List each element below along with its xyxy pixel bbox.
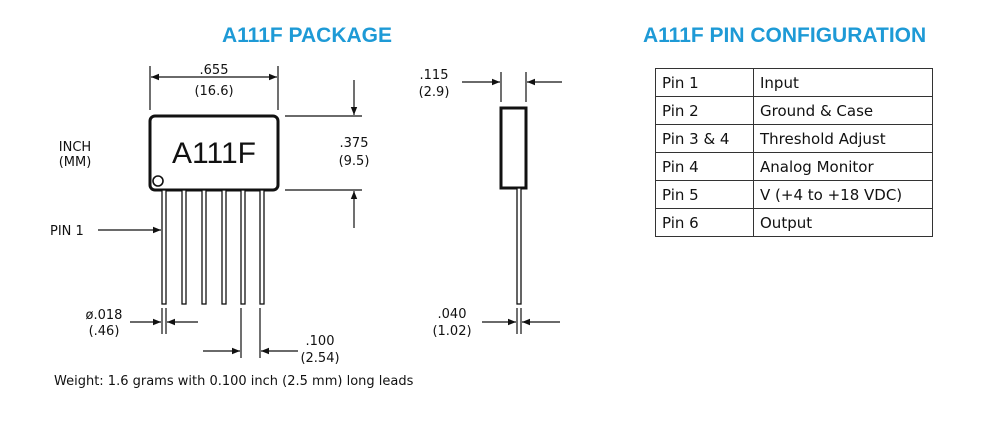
pin1-marker-dot — [152, 175, 164, 187]
pin1-label: PIN 1 — [50, 224, 84, 239]
unit-mm-label: (MM) — [59, 155, 92, 170]
thickness-mm-label: (2.9) — [419, 85, 450, 100]
height-mm-label: (9.5) — [339, 154, 370, 169]
function-cell: Analog Monitor — [753, 152, 933, 181]
side-view-lead — [516, 187, 522, 305]
side-view-body — [499, 106, 528, 190]
lead-1 — [161, 189, 167, 305]
function-cell: Output — [753, 208, 933, 237]
pin-configuration-table: Pin 1 Input Pin 2 Ground & Case Pin 3 & … — [655, 68, 933, 237]
lead-width-inch-label: .040 — [438, 307, 467, 322]
package-title: A111F PACKAGE — [222, 24, 392, 47]
function-cell: V (+4 to +18 VDC) — [753, 180, 933, 209]
pin-configuration-title: A111F PIN CONFIGURATION — [643, 24, 927, 47]
chip-body — [148, 114, 280, 192]
lead-diameter-dimension: ø.018 (.46) — [86, 308, 198, 339]
function-cell: Ground & Case — [753, 96, 933, 125]
lead-width-dimension: .040 (1.02) — [432, 307, 560, 339]
pin-cell: Pin 1 — [655, 68, 754, 97]
lead-diameter-inch-label: ø.018 — [86, 308, 123, 323]
function-cell: Input — [753, 68, 933, 97]
pin-cell: Pin 2 — [655, 96, 754, 125]
lead-6 — [259, 189, 265, 305]
chip-label: A111F — [172, 137, 256, 170]
lead-5 — [240, 189, 246, 305]
height-dimension: .375 (9.5) — [285, 80, 369, 228]
table-row: Pin 1 Input — [655, 68, 933, 97]
pin-cell: Pin 6 — [655, 208, 754, 237]
height-inch-label: .375 — [340, 136, 369, 151]
lead-pitch-dimension: .100 (2.54) — [203, 308, 340, 366]
table-row: Pin 4 Analog Monitor — [655, 152, 933, 181]
pin-cell: Pin 5 — [655, 180, 754, 209]
lead-pitch-mm-label: (2.54) — [300, 351, 339, 366]
table-row: Pin 6 Output — [655, 208, 933, 237]
lead-pitch-inch-label: .100 — [306, 334, 335, 349]
table-row: Pin 3 & 4 Threshold Adjust — [655, 124, 933, 153]
width-inch-label: .655 — [200, 63, 229, 78]
table-row: Pin 5 V (+4 to +18 VDC) — [655, 180, 933, 209]
lead-3 — [201, 189, 207, 305]
lead-diameter-mm-label: (.46) — [89, 324, 120, 339]
function-cell: Threshold Adjust — [753, 124, 933, 153]
width-mm-label: (16.6) — [194, 84, 233, 99]
weight-note: Weight: 1.6 grams with 0.100 inch (2.5 m… — [54, 374, 414, 389]
pin-cell: Pin 4 — [655, 152, 754, 181]
thickness-dimension: .115 (2.9) — [419, 68, 562, 102]
lead-width-mm-label: (1.02) — [432, 324, 471, 339]
unit-inch-label: INCH — [59, 140, 91, 155]
table-row: Pin 2 Ground & Case — [655, 96, 933, 125]
width-dimension: .655 (16.6) — [149, 63, 279, 110]
pin-cell: Pin 3 & 4 — [655, 124, 754, 153]
thickness-inch-label: .115 — [420, 68, 449, 83]
lead-2 — [181, 189, 187, 305]
lead-4 — [221, 189, 227, 305]
chip-leads — [161, 189, 265, 305]
